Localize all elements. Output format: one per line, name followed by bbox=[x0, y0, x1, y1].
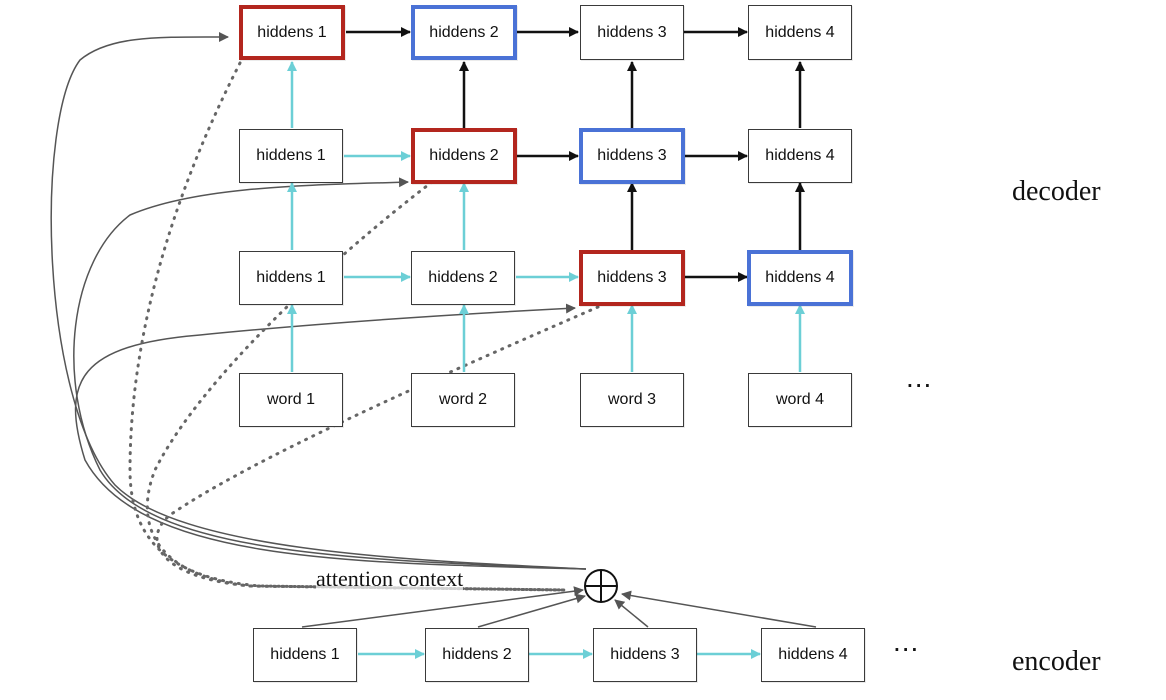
decoder-row3-node-2: hiddens 2 bbox=[411, 5, 517, 60]
attention-curve-to-row2 bbox=[73, 177, 587, 570]
decoder-row1-node-2: hiddens 2 bbox=[411, 251, 515, 305]
encoder-label: encoder bbox=[1012, 646, 1101, 677]
ellipsis-decoder: ... bbox=[906, 362, 933, 393]
decoder-row2-node-2: hiddens 2 bbox=[411, 128, 517, 184]
word-node-1: word 1 bbox=[239, 373, 343, 427]
decoder-row2-node-4: hiddens 4 bbox=[748, 129, 852, 183]
edge-enc1-to-sum bbox=[301, 586, 584, 628]
attention-curve-to-row3 bbox=[50, 31, 587, 570]
decoder-label: decoder bbox=[1012, 176, 1101, 207]
encoder-node-4: hiddens 4 bbox=[761, 628, 865, 682]
word-node-3: word 3 bbox=[580, 373, 684, 427]
attention-context-label: attention context bbox=[316, 566, 464, 592]
decoder-row2-node-1: hiddens 1 bbox=[239, 129, 343, 183]
decoder-row3-node-1: hiddens 1 bbox=[239, 5, 345, 60]
decoder-row3-node-4: hiddens 4 bbox=[748, 5, 852, 60]
decoder-row1-node-1: hiddens 1 bbox=[239, 251, 343, 305]
decoder-row2-node-3: hiddens 3 bbox=[579, 128, 685, 184]
attention-dotted-from-row1 bbox=[155, 305, 600, 592]
encoder-node-2: hiddens 2 bbox=[425, 628, 529, 682]
decoder-row3-node-3: hiddens 3 bbox=[580, 5, 684, 60]
encoder-node-1: hiddens 1 bbox=[253, 628, 357, 682]
ellipsis-encoder: ... bbox=[893, 626, 920, 657]
edge-enc4-to-sum bbox=[621, 590, 817, 628]
attention-sum-icon bbox=[584, 569, 618, 603]
word-node-4: word 4 bbox=[748, 373, 852, 427]
attention-curve-to-row1 bbox=[74, 303, 587, 570]
encoder-node-3: hiddens 3 bbox=[593, 628, 697, 682]
decoder-row1-node-4: hiddens 4 bbox=[747, 250, 853, 306]
decoder-row1-node-3: hiddens 3 bbox=[579, 250, 685, 306]
edge-enc3-to-sum bbox=[614, 599, 649, 628]
edge-enc2-to-sum bbox=[477, 593, 586, 628]
word-node-2: word 2 bbox=[411, 373, 515, 427]
